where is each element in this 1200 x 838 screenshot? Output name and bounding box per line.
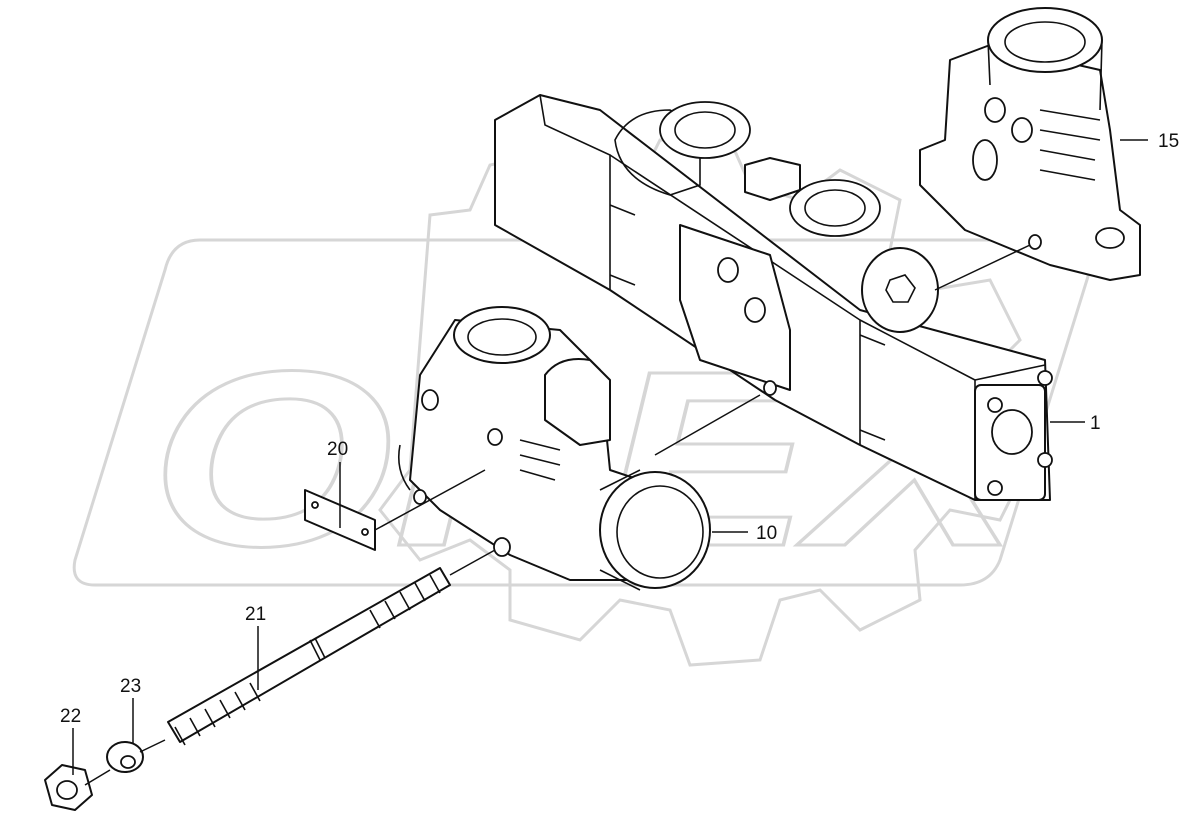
- end-section-part-15: [919, 7, 1141, 281]
- valve-body-part-1: [494, 94, 1053, 501]
- inlet-section-part-10: [397, 306, 711, 591]
- tie-rod-part-21: [167, 567, 451, 746]
- nut-part-22: [44, 764, 93, 811]
- callout-23: 23: [120, 676, 141, 697]
- callout-15: 15: [1158, 131, 1179, 152]
- callout-1: 1: [1090, 413, 1101, 434]
- callout-22: 22: [60, 706, 81, 727]
- leader-lines: [72, 139, 1148, 775]
- assembly-lines: [84, 244, 1031, 786]
- callout-10: 10: [756, 523, 777, 544]
- callout-20: 20: [327, 439, 348, 460]
- callout-21: 21: [245, 604, 266, 625]
- washer-part-23: [106, 741, 144, 773]
- callout-labels: 15 1 10 20 21 23 22: [60, 131, 1179, 727]
